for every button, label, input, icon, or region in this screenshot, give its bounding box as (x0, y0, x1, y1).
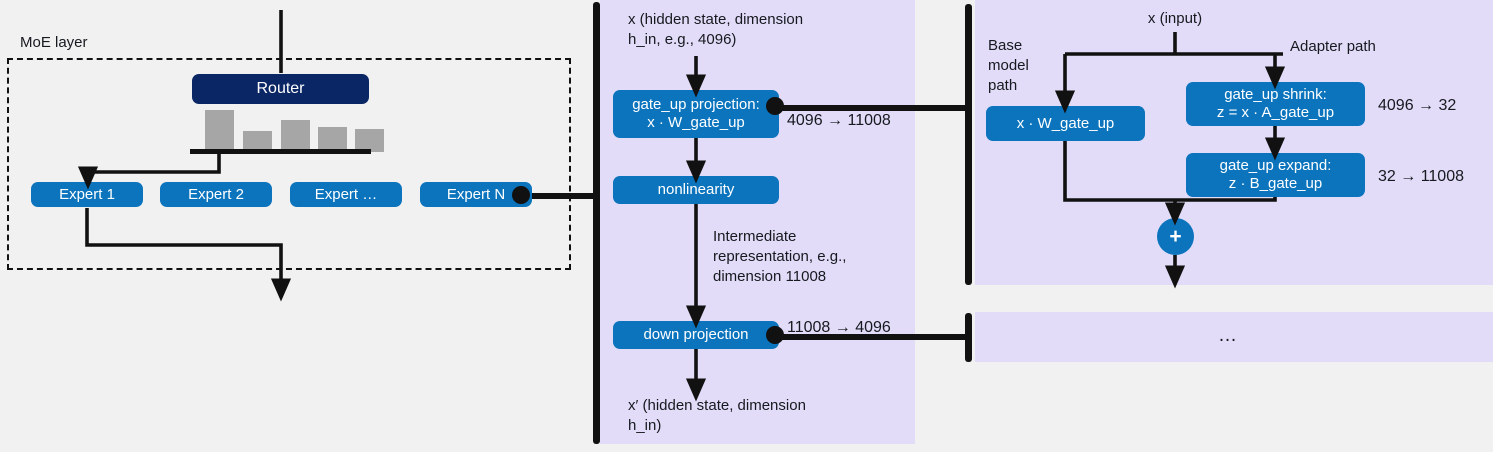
lora-panel-connector-bar (965, 4, 972, 285)
gate-up-expand-node[interactable]: gate_up expand: z · B_gate_up (1186, 153, 1365, 197)
router-bar-5 (355, 129, 384, 152)
gate-up-expand-dims-label: 32 → 11008 (1378, 168, 1464, 185)
base-gate-up-node[interactable]: x · W_gate_up (986, 106, 1145, 141)
router-node[interactable]: Router (192, 74, 369, 104)
down-projection-dims-label: 11008 → 4096 (787, 319, 891, 336)
gate-up-expand-label: gate_up expand: z · B_gate_up (1219, 157, 1332, 192)
gateup-to-lora-link (775, 105, 968, 111)
gate-up-shrink-label: gate_up shrink: z = x · A_gate_up (1216, 86, 1335, 121)
router-bar-1 (205, 110, 234, 152)
gate-up-projection-node[interactable]: gate_up projection: x · W_gate_up (613, 90, 779, 138)
router-bar-4 (318, 127, 347, 152)
add-node[interactable]: + (1157, 218, 1194, 255)
more-panel-connector-bar (965, 313, 972, 362)
down-projection-tap-dot (766, 326, 784, 344)
gate-up-projection-label: gate_up projection: x · W_gate_up (632, 96, 760, 131)
gate-up-tap-dot (766, 97, 784, 115)
down-projection-node[interactable]: down projection (613, 321, 779, 349)
expert-to-ffn-link (520, 193, 596, 199)
router-distribution-baseline (190, 149, 371, 154)
gate-up-shrink-node[interactable]: gate_up shrink: z = x · A_gate_up (1186, 82, 1365, 126)
ffn-output-label: x′ (hidden state, dimension h_in) (628, 397, 806, 434)
nonlinearity-node[interactable]: nonlinearity (613, 176, 779, 204)
ffn-input-label: x (hidden state, dimension h_in, e.g., 4… (628, 11, 804, 48)
more-panel-background (975, 312, 1493, 362)
router-bar-3 (281, 120, 310, 152)
down-to-more-link (775, 334, 968, 340)
base-model-path-label: Base model path (988, 37, 1029, 94)
expert-node-n[interactable]: Expert N (420, 182, 532, 207)
expert-node-1[interactable]: Expert 1 (31, 182, 143, 207)
ffn-panel-connector-bar (593, 2, 600, 444)
gate-up-shrink-dims-label: 4096 → 32 (1378, 97, 1457, 114)
gate-up-dims-label: 4096 → 11008 (787, 112, 891, 129)
more-panel-ellipsis: … (1218, 325, 1239, 346)
lora-input-label: x (input) (1147, 10, 1203, 27)
expert-n-tap-dot (512, 186, 530, 204)
adapter-path-label: Adapter path (1290, 38, 1376, 55)
expert-node-3[interactable]: Expert … (290, 182, 402, 207)
expert-node-2[interactable]: Expert 2 (160, 182, 272, 207)
ffn-panel-background (600, 0, 915, 444)
lora-panel-background (975, 0, 1493, 285)
moe-layer-title: MoE layer (20, 34, 88, 51)
intermediate-representation-label: Intermediate representation, e.g., dimen… (713, 228, 847, 285)
moe-layer-boundary (7, 58, 571, 270)
router-bar-2 (243, 131, 272, 152)
